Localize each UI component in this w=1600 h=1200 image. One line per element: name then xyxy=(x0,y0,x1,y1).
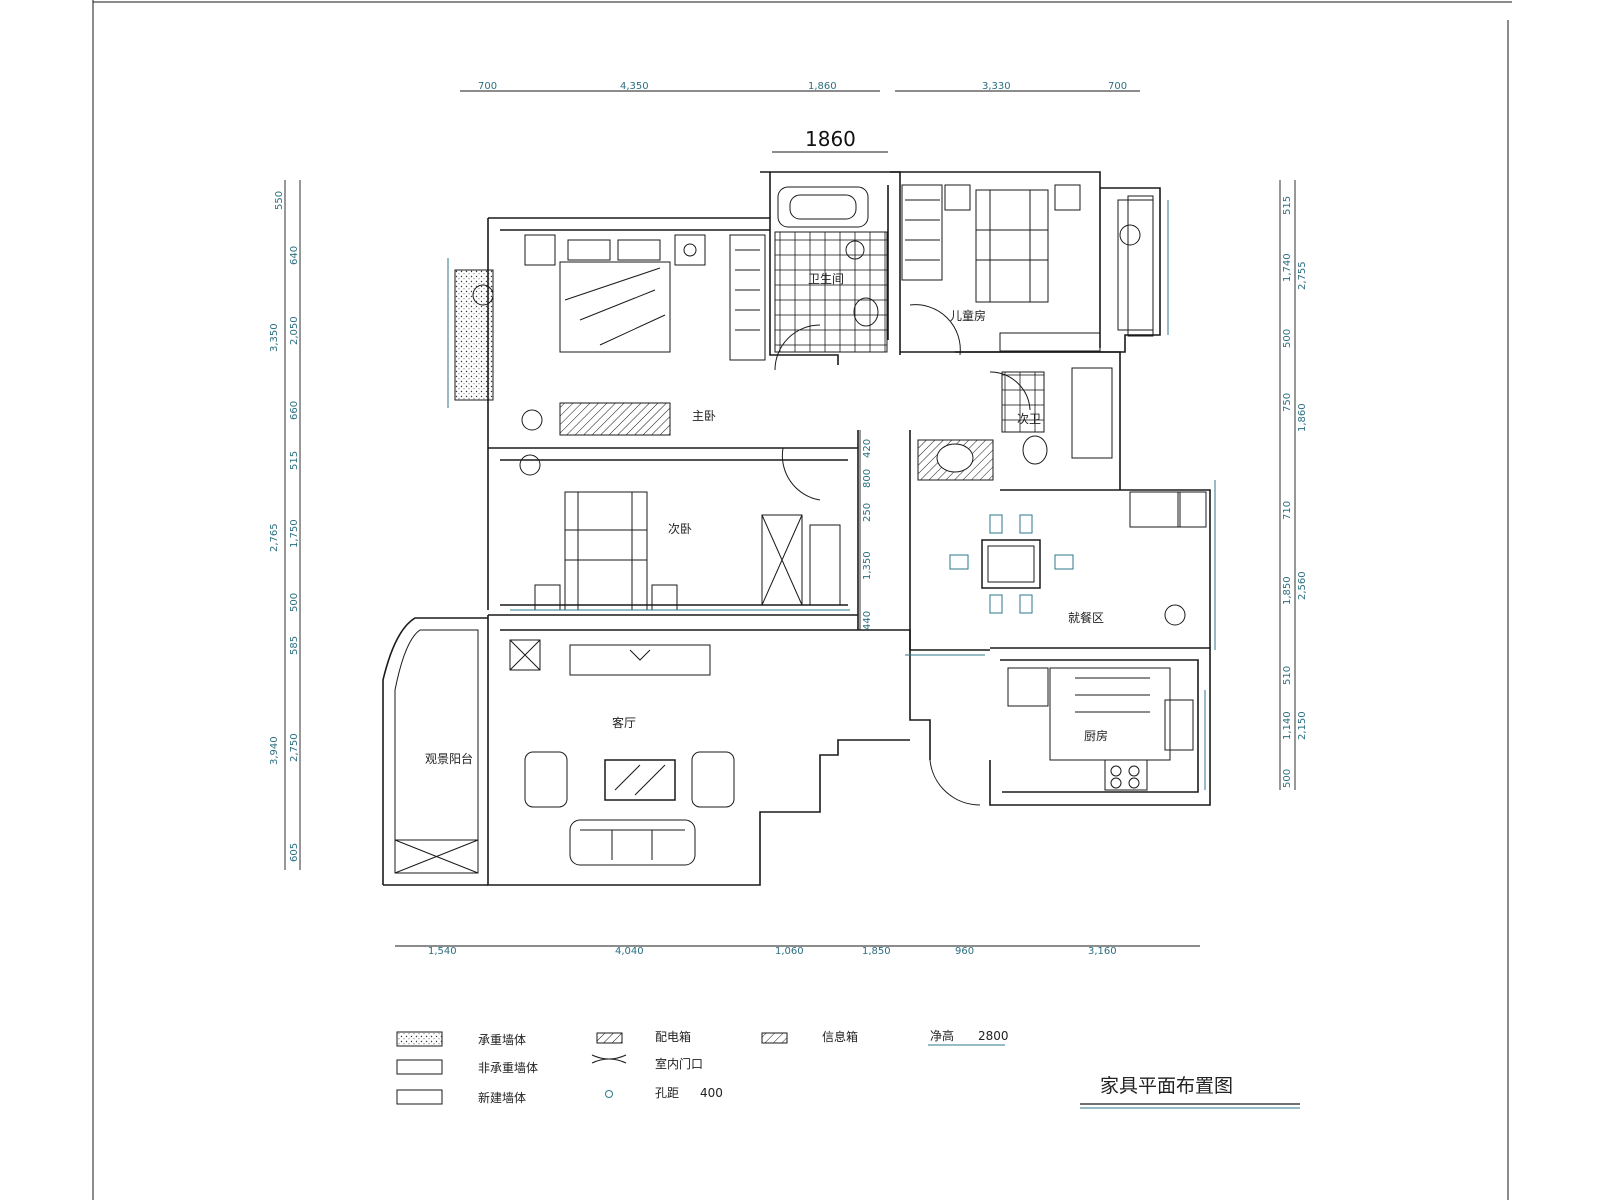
legend-load-bearing-wall: 承重墙体 xyxy=(478,1033,526,1047)
dim-left-a-2: 640 xyxy=(289,246,300,265)
dim-left-a-7: 500 xyxy=(289,593,300,612)
ceiling-height-value: 2800 xyxy=(978,1029,1009,1043)
bath-upper-fixtures xyxy=(774,184,943,353)
room-label-living: 客厅 xyxy=(612,715,636,730)
room-label-kids-room: 儿童房 xyxy=(950,308,986,323)
legend-swatch-non-load-bearing xyxy=(396,1059,443,1075)
dim-right-a-4: 750 xyxy=(1282,393,1293,412)
dim-left-a-6: 1,750 xyxy=(289,519,300,548)
dim-left-a-4: 660 xyxy=(289,401,300,420)
legend-info-box: 信息箱 xyxy=(822,1029,858,1044)
dim-top-4: 3,330 xyxy=(982,81,1011,92)
legend-non-load-bearing-wall: 非承重墙体 xyxy=(478,1061,538,1075)
second-bedroom-furniture xyxy=(534,491,841,611)
dim-left-a-5: 515 xyxy=(289,451,300,470)
dim-inner-4: 1,350 xyxy=(862,551,873,580)
ceiling-height-label: 净高 xyxy=(930,1028,954,1043)
dim-bottom-6: 3,160 xyxy=(1088,946,1117,957)
dim-right-b-2: 2,560 xyxy=(1297,571,1308,600)
dim-bottom-3: 1,060 xyxy=(775,946,804,957)
legend-new-wall: 新建墙体 xyxy=(478,1090,526,1105)
dim-top-2: 4,350 xyxy=(620,81,649,92)
dim-inner-2: 800 xyxy=(862,469,873,488)
legend-swatch-load-bearing xyxy=(396,1031,443,1047)
room-label-master-bedroom: 主卧 xyxy=(692,409,716,423)
bath-lower-fixtures xyxy=(917,367,1113,481)
dim-right-a-9: 1,140 xyxy=(1282,711,1293,740)
legend-hole-icon xyxy=(605,1090,613,1098)
drawing-title-block: 家具平面布置图 xyxy=(1080,1075,1300,1109)
room-label-balcony: 观景阳台 xyxy=(425,751,473,766)
walls xyxy=(382,171,1211,886)
living-furniture xyxy=(394,639,735,874)
room-label-second-bedroom: 次卧 xyxy=(668,522,692,536)
dim-left-a-1: 550 xyxy=(274,191,285,210)
dim-right-a-1: 515 xyxy=(1282,196,1293,215)
dim-top-1: 700 xyxy=(478,81,497,92)
dim-right-a-10: 500 xyxy=(1282,769,1293,788)
bearing-walls xyxy=(454,195,1154,401)
dim-right-a-3: 500 xyxy=(1282,329,1293,348)
dim-right-b-1: 2,755 xyxy=(1297,261,1308,290)
dim-left-a-10: 605 xyxy=(289,843,300,862)
room-label-dining: 就餐区 xyxy=(1068,610,1104,625)
dim-right-a-5: 1,860 xyxy=(1297,403,1308,432)
dim-top-5: 700 xyxy=(1108,81,1127,92)
kitchen-fixtures xyxy=(1007,491,1207,791)
dim-bottom-2: 4,040 xyxy=(615,946,644,957)
dim-right-a-6: 710 xyxy=(1282,501,1293,520)
dim-bottom-4: 1,850 xyxy=(862,946,891,957)
legend: 承重墙体 非承重墙体 新建墙体 配电箱 室内门口 孔距 400 信息箱 净高 2… xyxy=(396,1028,1009,1105)
legend-hole-value: 400 xyxy=(700,1086,723,1100)
dim-left-b-1: 3,350 xyxy=(269,323,280,352)
plant-icons xyxy=(472,224,1186,626)
dim-bottom-1: 1,540 xyxy=(428,946,457,957)
legend-door-opening: 室内门口 xyxy=(655,1056,703,1071)
dim-left-a-group: 550 640 2,050 660 515 1,750 500 585 2,75… xyxy=(269,191,300,862)
dim-top-big: 1860 xyxy=(805,127,856,151)
drawing-title: 家具平面布置图 xyxy=(1100,1075,1233,1097)
dim-bottom-5: 960 xyxy=(955,946,974,957)
room-label-bathroom-lower: 次卫 xyxy=(1017,412,1041,426)
window-lines xyxy=(447,200,1216,790)
master-bed xyxy=(524,234,766,436)
legend-distribution-box: 配电箱 xyxy=(655,1029,691,1044)
dim-inner-group: 420 800 250 1,350 440 xyxy=(862,439,873,630)
dining-table xyxy=(949,514,1074,614)
dim-right-a-7: 1,850 xyxy=(1282,576,1293,605)
dimension-lines xyxy=(284,90,1296,947)
door-swings xyxy=(774,304,1031,806)
legend-distribution-box-icon xyxy=(596,1032,623,1044)
legend-hole-label: 孔距 xyxy=(655,1086,679,1100)
dim-left-b-3: 3,940 xyxy=(269,736,280,765)
dim-right-group: 515 1,740 500 750 1,860 710 1,850 510 1,… xyxy=(1282,196,1308,788)
room-label-kitchen: 厨房 xyxy=(1084,728,1108,743)
dim-left-a-8: 585 xyxy=(289,636,300,655)
dim-inner-1: 420 xyxy=(862,439,873,458)
legend-info-box-icon xyxy=(761,1032,788,1044)
dim-left-b-2: 2,765 xyxy=(269,523,280,552)
dim-right-a-8: 510 xyxy=(1282,666,1293,685)
dim-left-a-9: 2,750 xyxy=(289,733,300,762)
legend-swatch-new-wall xyxy=(396,1089,443,1105)
dim-top-3: 1,860 xyxy=(808,81,837,92)
room-label-bathroom-upper: 卫生间 xyxy=(808,272,844,286)
sheet-border xyxy=(92,0,1512,1200)
dim-inner-3: 250 xyxy=(862,503,873,522)
kids-bed xyxy=(944,184,1101,352)
dim-right-a-2: 1,740 xyxy=(1282,253,1293,282)
dim-right-b-3: 2,150 xyxy=(1297,711,1308,740)
dim-inner-5: 440 xyxy=(862,611,873,630)
legend-door-opening-icon xyxy=(591,1054,627,1064)
dim-left-a-3: 2,050 xyxy=(289,316,300,345)
